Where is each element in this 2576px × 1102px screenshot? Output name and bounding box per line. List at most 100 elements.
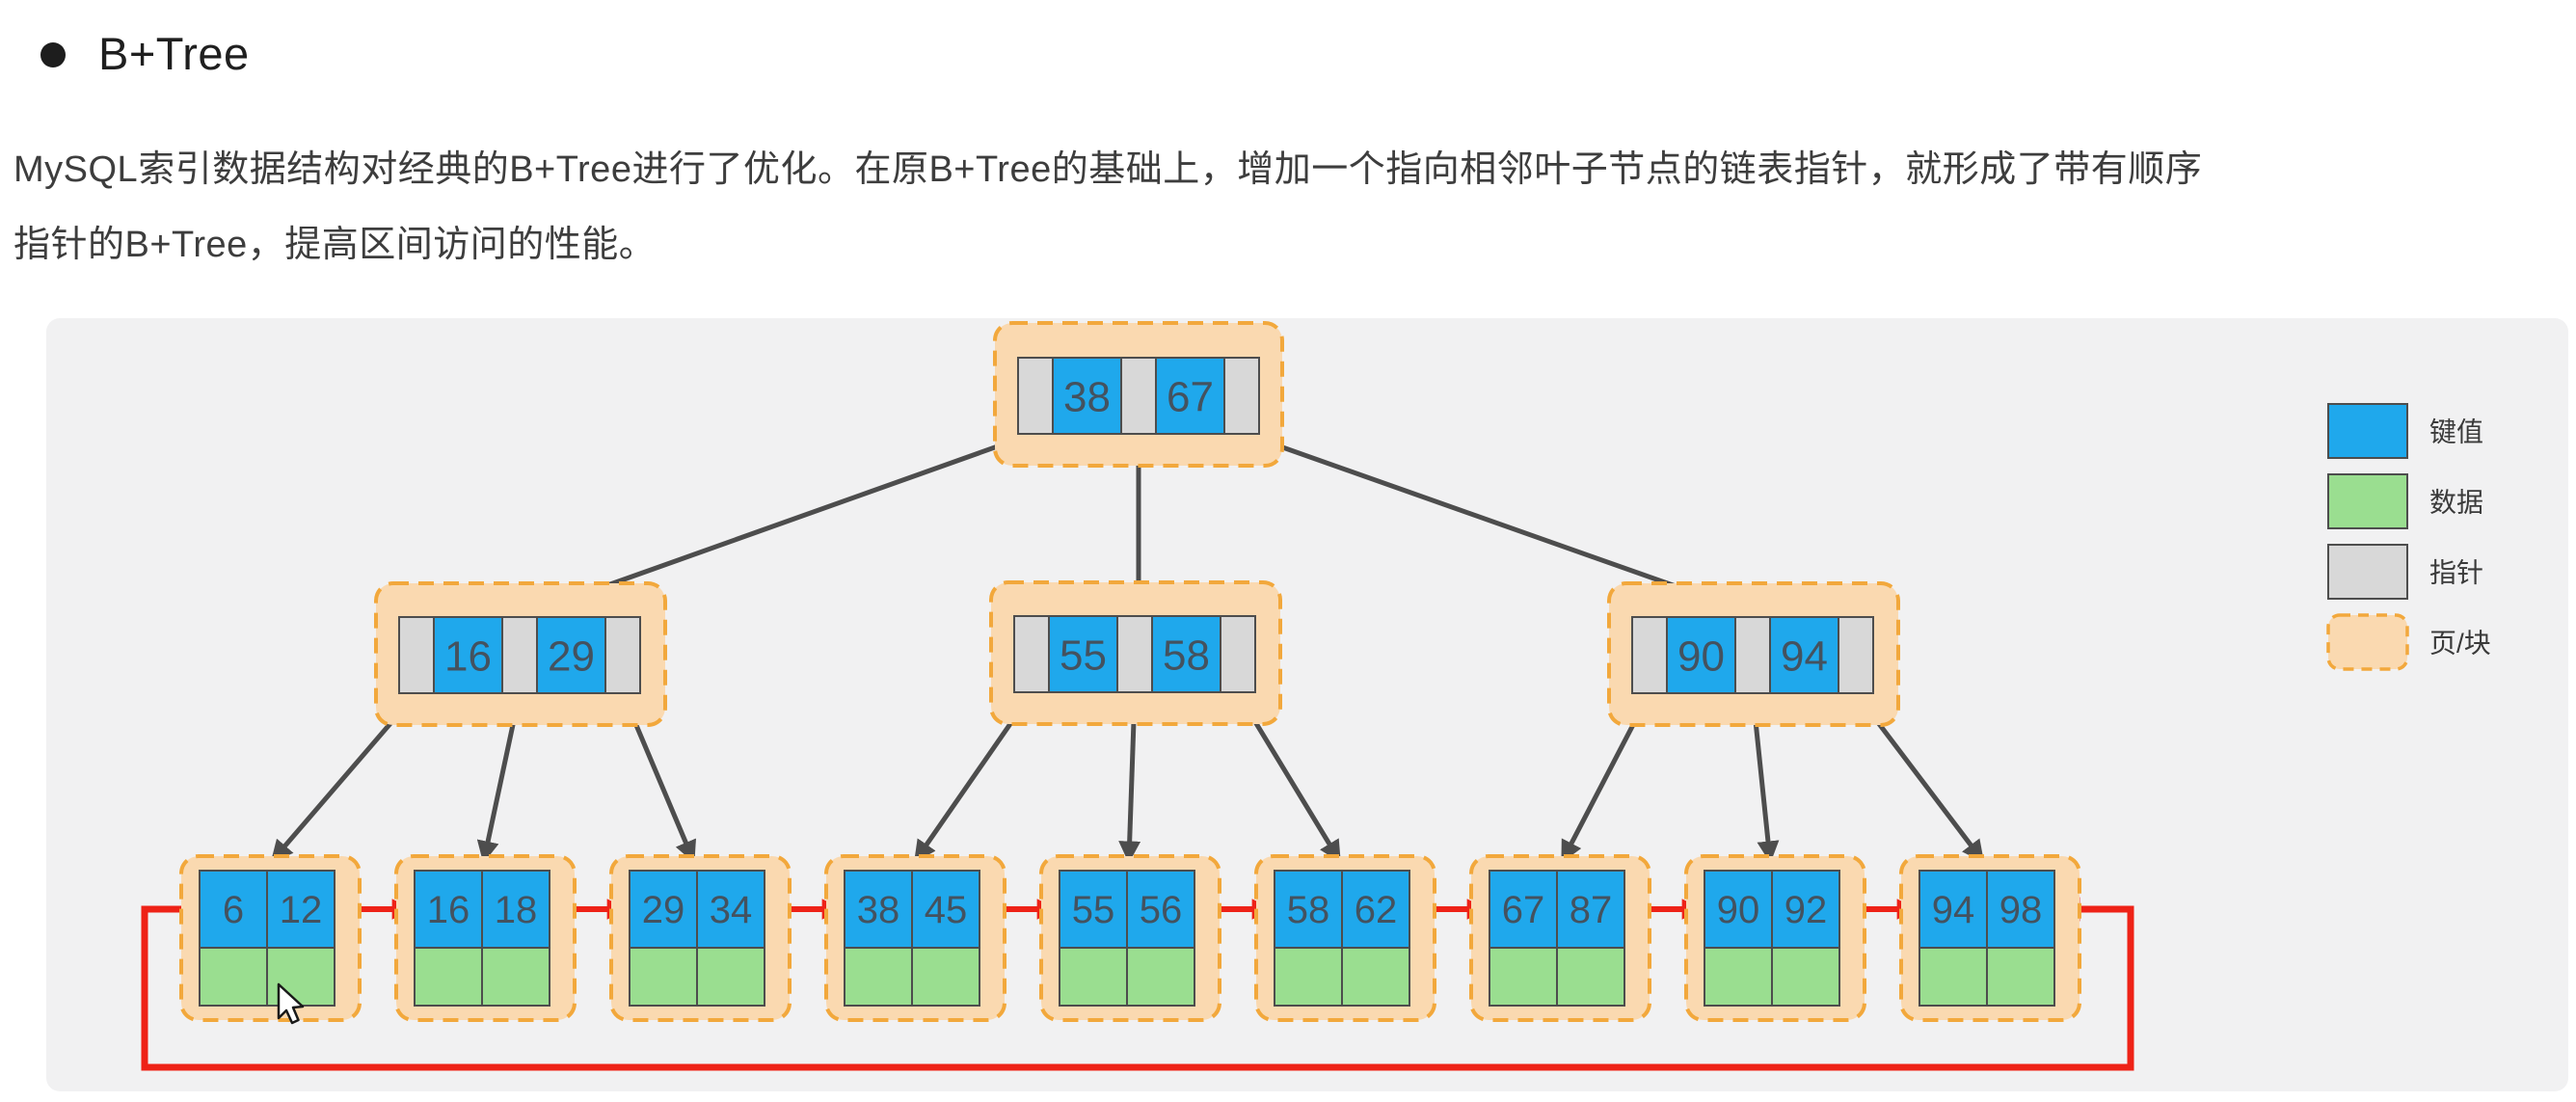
key-cell (844, 870, 913, 949)
key-cell (199, 870, 268, 949)
key-value: 94 (1932, 889, 1975, 931)
key-value: 98 (1999, 889, 2043, 931)
data-cell (1059, 947, 1128, 1007)
legend-label: 页/块 (2429, 629, 2491, 659)
legend-item-data: 数据 (2327, 473, 2483, 529)
data-cell (629, 947, 698, 1007)
key-value: 62 (1355, 889, 1398, 931)
key-cell (1155, 357, 1225, 435)
key-value: 67 (1502, 889, 1545, 931)
paragraph-line-1: MySQL索引数据结构对经典的B+Tree进行了优化。在原B+Tree的基础上，… (13, 149, 2203, 190)
data-cell (1986, 947, 2055, 1007)
key-value: 29 (548, 633, 595, 681)
key-cell (629, 870, 698, 949)
key-value: 29 (642, 889, 685, 931)
key-cell (911, 870, 980, 949)
key-cell (1666, 616, 1736, 694)
key-value: 38 (857, 889, 900, 931)
tree-edge (1241, 430, 1745, 614)
data-cell (844, 947, 913, 1007)
key-value: 58 (1163, 632, 1210, 680)
key-value: 16 (444, 633, 492, 681)
legend-label: 键值 (2429, 417, 2483, 447)
key-value: 16 (427, 889, 470, 931)
key-value: 12 (280, 889, 323, 931)
data-cell (1489, 947, 1558, 1007)
key-value: 58 (1287, 889, 1330, 931)
key-value: 6 (223, 889, 244, 931)
legend-item-page-block: 页/块 (2326, 613, 2491, 671)
legend-item-key: 键值 (2327, 403, 2483, 459)
key-cell (1341, 870, 1410, 949)
page-block-swatch (2326, 613, 2409, 671)
legend-label: 指针 (2429, 558, 2483, 588)
pointer-cell (1017, 357, 1054, 435)
legend: 键值 数据 指针 页/块 (2326, 403, 2491, 671)
data-cell (199, 947, 268, 1007)
pointer-swatch (2327, 544, 2408, 600)
key-value: 55 (1072, 889, 1115, 931)
pointer-cell (1013, 615, 1050, 693)
pointer-cell (1734, 616, 1771, 694)
internal-node-middle: 55 58 (989, 580, 1282, 726)
key-cell (414, 870, 483, 949)
leaf-node-9: 94 98 (1899, 854, 2081, 1022)
key-swatch (2327, 403, 2408, 459)
data-cell (414, 947, 483, 1007)
internal-node-right: 90 94 (1607, 581, 1900, 727)
pointer-cell (1116, 615, 1153, 693)
data-cell (1556, 947, 1625, 1007)
legend-item-pointer: 指针 (2327, 544, 2483, 600)
key-value: 92 (1784, 889, 1828, 931)
root-node: 38 67 (993, 321, 1284, 468)
leaf-node-5: 55 56 (1039, 854, 1221, 1022)
key-cell (1151, 615, 1221, 693)
leaf-node-6: 58 62 (1254, 854, 1436, 1022)
circular-link-line (141, 897, 2134, 1071)
key-value: 56 (1140, 889, 1183, 931)
data-cell (696, 947, 765, 1007)
pointer-cell (604, 616, 641, 694)
key-value: 18 (495, 889, 538, 931)
pointer-cell (1120, 357, 1157, 435)
data-cell (1274, 947, 1343, 1007)
key-cell (1769, 616, 1839, 694)
pointer-cell (398, 616, 435, 694)
data-cell (1341, 947, 1410, 1007)
key-value: 67 (1167, 374, 1214, 421)
data-cell (1126, 947, 1195, 1007)
key-value: 34 (710, 889, 753, 931)
key-value: 55 (1060, 632, 1107, 680)
key-cell (1556, 870, 1625, 949)
key-cell (1059, 870, 1128, 949)
leaf-node-4: 38 45 (824, 854, 1006, 1022)
data-cell (1704, 947, 1773, 1007)
tree-edge (536, 430, 1036, 614)
key-cell (1704, 870, 1773, 949)
key-value: 87 (1570, 889, 1613, 931)
list-bullet-icon (40, 42, 66, 67)
data-cell (1771, 947, 1840, 1007)
key-value: 45 (925, 889, 968, 931)
internal-node-left: 16 29 (374, 581, 667, 727)
pointer-cell (1223, 357, 1260, 435)
key-value: 90 (1717, 889, 1760, 931)
key-cell (1771, 870, 1840, 949)
legend-label: 数据 (2429, 488, 2483, 518)
leaf-node-3: 29 34 (609, 854, 792, 1022)
leaf-node-7: 67 87 (1469, 854, 1651, 1022)
leaf-node-1: 6 12 (179, 854, 362, 1022)
pointer-cell (1631, 616, 1668, 694)
paragraph-line-2: 指针的B+Tree，提高区间访问的性能。 (13, 225, 657, 265)
key-value: 90 (1677, 633, 1725, 681)
pointer-cell (501, 616, 538, 694)
key-value: 38 (1063, 374, 1111, 421)
key-cell (266, 870, 335, 949)
key-cell (1048, 615, 1118, 693)
data-cell (1919, 947, 1988, 1007)
leaf-node-8: 90 92 (1684, 854, 1866, 1022)
page-title: B+Tree (98, 28, 250, 79)
